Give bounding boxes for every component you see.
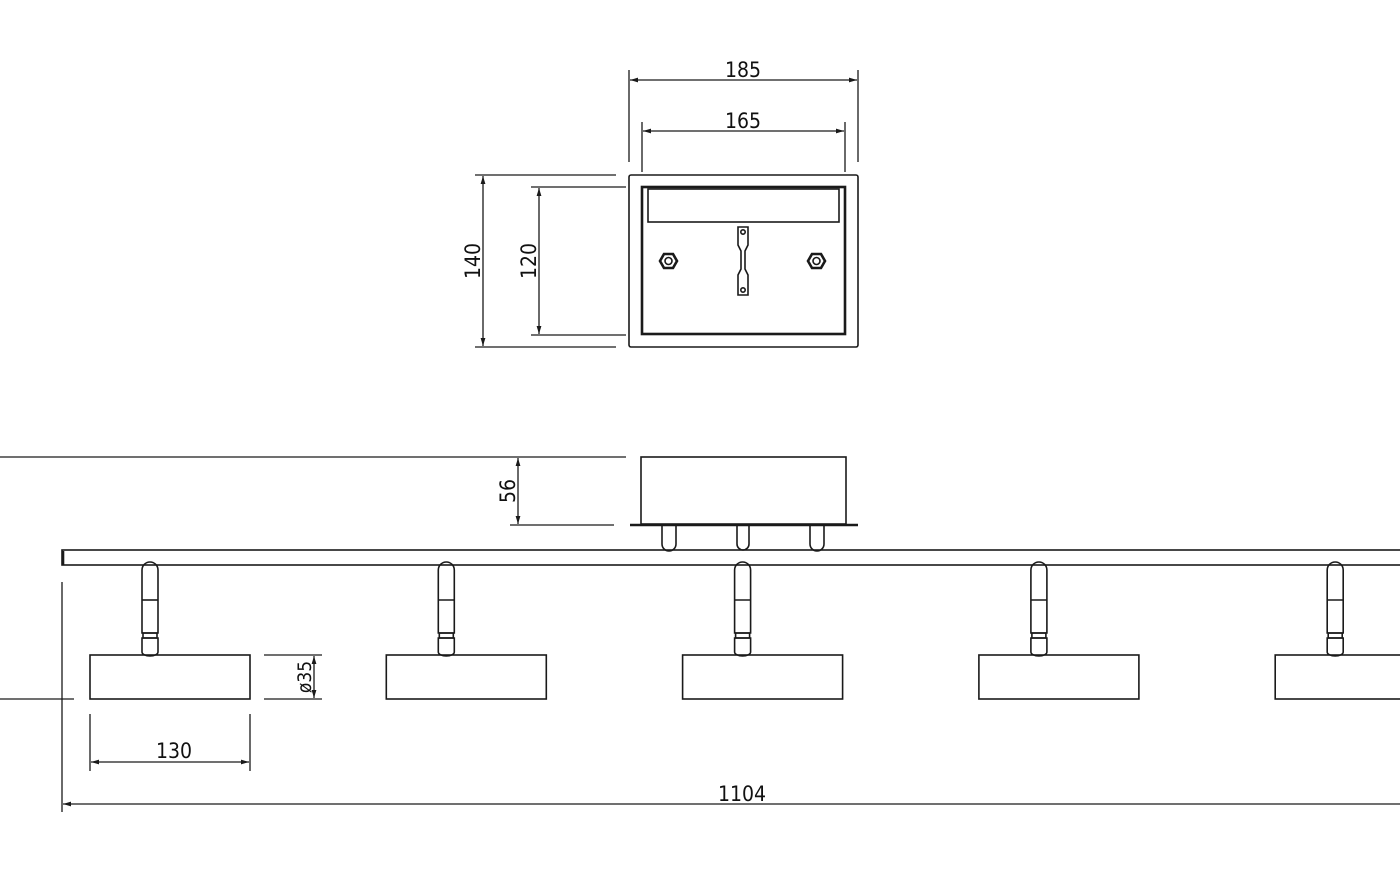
dim-head-length: 130	[156, 739, 192, 763]
canopy-pin	[809, 526, 825, 552]
canopy-top-view: 185 165 140 120	[461, 58, 859, 348]
canopy-pin	[661, 526, 677, 552]
hex-nut-right-icon	[806, 252, 827, 270]
dim-canopy-inner-depth: 120	[517, 243, 541, 279]
spotlight	[89, 561, 251, 700]
spotlight-joint	[437, 637, 456, 657]
spotlight-arm	[1030, 561, 1048, 634]
spotlight-head	[978, 654, 1140, 700]
canopy-outer-outline	[628, 174, 859, 348]
dim-overall-length: 1104	[718, 782, 766, 806]
spotlight-joint	[1326, 637, 1344, 657]
spotlight-joint	[141, 637, 159, 657]
spotlight-head	[385, 654, 548, 700]
side-view: 56 ø35 130 1104	[0, 456, 1400, 812]
canopy-side	[640, 456, 847, 525]
track-bar	[61, 549, 1400, 566]
canopy-inner-outline	[640, 185, 847, 336]
spotlight	[681, 561, 844, 700]
dim-canopy-outer-depth: 140	[461, 243, 485, 279]
spotlight	[385, 561, 548, 700]
spotlight-arm	[437, 561, 456, 634]
spotlight-joint	[733, 637, 752, 657]
dim-head-diameter: ø35	[294, 661, 316, 693]
spotlight	[1274, 561, 1400, 700]
spotlight-head	[681, 654, 844, 700]
spotlight-arm	[141, 561, 159, 634]
canopy-inner-panel	[647, 188, 840, 223]
dim-canopy-inner-width: 165	[725, 109, 761, 133]
canopy-pin	[736, 526, 750, 551]
spotlight	[978, 561, 1140, 700]
spotlight-arm	[733, 561, 752, 634]
dim-canopy-outer-width: 185	[725, 58, 761, 82]
spotlight-head	[89, 654, 251, 700]
spotlight-joint	[1030, 637, 1048, 657]
hex-nut-left-icon	[658, 252, 679, 270]
spotlight-head	[1274, 654, 1400, 700]
spotlight-arm	[1326, 561, 1344, 634]
mounting-bracket-icon	[737, 226, 749, 296]
dim-canopy-height: 56	[496, 479, 520, 503]
